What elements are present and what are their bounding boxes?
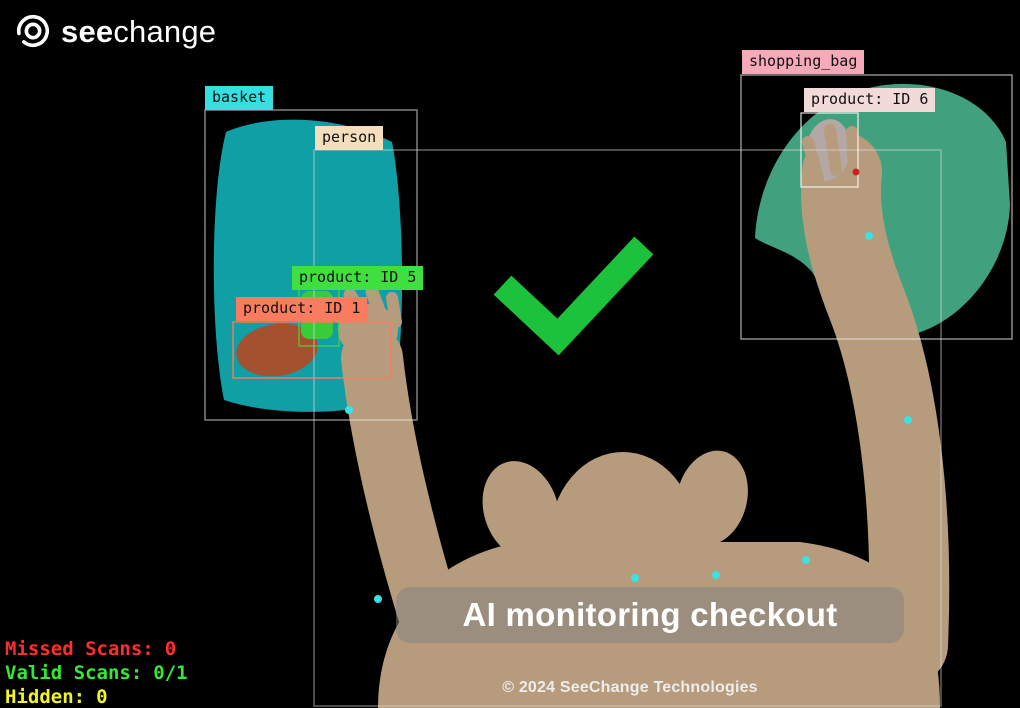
detection-label-shopping-bag: shopping_bag [742, 50, 865, 74]
brand-logo: seechange [14, 12, 216, 50]
valid-scans-stat: Valid Scans: 0/1 [5, 661, 188, 685]
brand-name-light: change [113, 13, 217, 49]
caption-banner: AI monitoring checkout [396, 587, 904, 643]
caption-text: AI monitoring checkout [462, 596, 838, 633]
hidden-stat: Hidden: 0 [5, 685, 188, 708]
product-6-bbox [800, 112, 859, 188]
copyright-text: © 2024 SeeChange Technologies [502, 679, 758, 696]
person-mask [323, 132, 950, 708]
missed-scans-value: 0 [164, 638, 177, 660]
person-bbox [313, 149, 942, 707]
detection-label-product-1: product: ID 1 [236, 297, 368, 321]
valid-scans-label: Valid Scans: [5, 662, 143, 684]
right-hand-fingers [802, 124, 860, 184]
product-1-mask [236, 323, 318, 377]
checkmark-icon [493, 236, 654, 356]
product-1-bbox [232, 321, 392, 379]
detection-label-product-5: product: ID 5 [292, 266, 424, 290]
scan-statistics: Missed Scans: 0 Valid Scans: 0/1 Hidden: 0 [5, 637, 188, 708]
detection-label-product-6: product: ID 6 [804, 88, 936, 112]
hidden-label: Hidden: [5, 686, 86, 708]
detection-label-person: person [315, 126, 384, 150]
valid-scans-value: 0/1 [153, 662, 188, 684]
hidden-value: 0 [96, 686, 108, 708]
missed-scans-label: Missed Scans: [5, 638, 154, 660]
brand-name: seechange [61, 16, 216, 47]
shopping-bag-bbox [740, 74, 1013, 340]
brand-name-bold: see [61, 13, 114, 49]
basket-bbox [204, 109, 418, 421]
missed-scans-stat: Missed Scans: 0 [5, 637, 188, 661]
keypoint-dots [345, 232, 912, 603]
detection-label-basket: basket [205, 86, 274, 110]
keypoint-dot-red [852, 168, 860, 176]
seechange-logo-icon [16, 14, 49, 47]
